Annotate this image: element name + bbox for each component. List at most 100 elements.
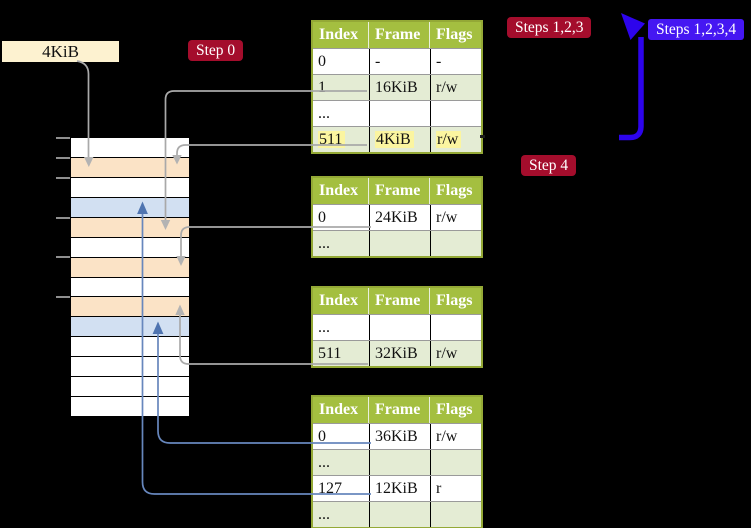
table-cell: r/w <box>430 424 481 449</box>
table-cell: 4KiB <box>369 127 430 152</box>
table-cell: ... <box>318 319 330 336</box>
memory-row <box>70 217 190 238</box>
table-cell: ... <box>318 454 330 471</box>
physical-memory-column <box>70 137 190 417</box>
highlighted-value: r/w <box>436 131 462 148</box>
table-row: ... <box>313 230 481 256</box>
table-cell: 511 <box>318 345 342 362</box>
table-cell: 36KiB <box>369 424 430 449</box>
highlighted-value: 4KiB <box>375 131 414 148</box>
table-cell: - <box>369 49 430 74</box>
tick-mark <box>56 256 70 259</box>
table-header-cell: Frame <box>369 288 430 314</box>
table-cell <box>369 502 430 527</box>
table-header-cell: Flags <box>436 182 473 199</box>
dash-mark <box>480 135 485 138</box>
table-row: 0 -- <box>313 48 481 74</box>
steps1234-badge: Steps 1,2,3,4 <box>648 19 745 40</box>
memory-row <box>70 177 190 198</box>
table-cell: ... <box>318 105 330 122</box>
table-cell <box>430 502 481 527</box>
memory-row <box>70 336 190 357</box>
tick-mark <box>56 137 70 139</box>
memory-row <box>70 376 190 397</box>
memory-row <box>70 137 190 158</box>
table-cell: 16KiB <box>369 75 430 100</box>
table-cell: 0 <box>318 209 326 226</box>
table-cell: 0 <box>318 53 326 70</box>
table-header-cell: Index <box>313 288 369 314</box>
table-cell: 511 <box>313 127 369 152</box>
table-header-cell: Index <box>313 397 369 423</box>
table-row: ... <box>313 501 481 527</box>
arrow-up-left-icon <box>621 13 645 40</box>
table-cell: r/w <box>430 75 481 100</box>
table-header-cell: Frame <box>369 397 430 423</box>
memory-row <box>70 197 190 218</box>
table-row: 511 4KiB r/w <box>313 126 481 152</box>
memory-row <box>70 396 190 417</box>
table-header-cell: Flags <box>436 26 473 43</box>
table-row: ... <box>313 449 481 475</box>
table-cell <box>369 315 430 340</box>
table-header-cell: Flags <box>436 292 473 309</box>
step4-badge: Step 4 <box>521 155 577 176</box>
memory-row <box>70 316 190 337</box>
table-cell <box>430 315 481 340</box>
table-header-cell: Index <box>313 22 369 48</box>
steps123-badge: Steps 1,2,3 <box>507 17 592 38</box>
table-header-cell: Index <box>313 178 369 204</box>
tick-mark <box>56 157 70 159</box>
table-cell: ... <box>318 506 330 523</box>
table-row: ... <box>313 314 481 340</box>
table-cell: 32KiB <box>369 341 430 366</box>
memory-row <box>70 277 190 297</box>
table-header-cell: Frame <box>369 22 430 48</box>
memory-row <box>70 356 190 377</box>
table-cell <box>369 231 430 256</box>
step0-badge: Step 0 <box>188 40 244 61</box>
table-cell: 12KiB <box>369 476 430 501</box>
table-cell: r/w <box>430 341 481 366</box>
memory-row <box>70 296 190 317</box>
table-cell <box>430 101 481 126</box>
table-cell <box>369 101 430 126</box>
tick-mark <box>56 176 70 179</box>
table-row: ... <box>313 100 481 126</box>
table-cell <box>430 231 481 256</box>
table-header-cell: Flags <box>436 401 473 418</box>
table-cell: - <box>430 49 481 74</box>
table-cell: 1 <box>318 79 326 96</box>
table-cell: r/w <box>430 205 481 230</box>
table-cell: r/w <box>430 127 481 152</box>
table-cell: 0 <box>318 428 326 445</box>
memory-row <box>70 157 190 178</box>
tick-mark <box>56 296 70 298</box>
table-cell: ... <box>318 235 330 252</box>
table-cell: r <box>430 476 481 501</box>
memory-row <box>70 237 190 258</box>
memory-row <box>70 257 190 278</box>
table-cell <box>430 450 481 475</box>
table-cell <box>369 450 430 475</box>
recursive-loop-arrow <box>619 37 644 141</box>
highlighted-value: 511 <box>318 131 346 148</box>
tick-mark <box>56 216 70 219</box>
table-header-cell: Frame <box>369 178 430 204</box>
frame-size-label: 4KiB <box>2 41 119 62</box>
table-cell: 127 <box>318 480 342 497</box>
